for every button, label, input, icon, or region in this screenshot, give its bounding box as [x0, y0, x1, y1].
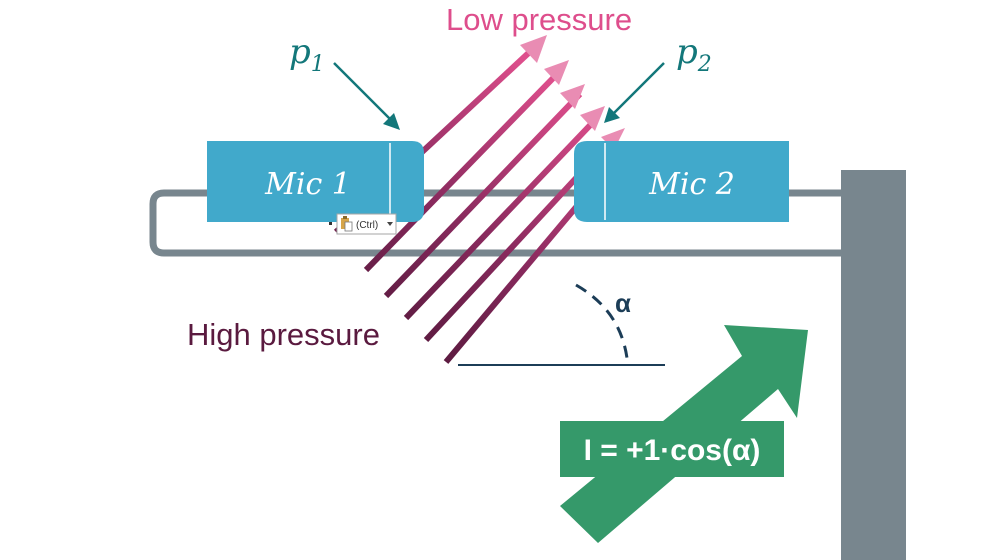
mic-2-label: Mic 2 — [648, 167, 735, 202]
p1-subscript: 1 — [311, 52, 325, 77]
wave-line-2 — [363, 67, 564, 273]
mic-2-body — [574, 141, 789, 222]
arrowhead-4 — [580, 106, 605, 131]
wave-arrowheads — [520, 35, 625, 150]
formula-label: I = +1·cos(α) — [584, 434, 761, 467]
paste-options-label: (Ctrl) — [356, 220, 378, 231]
paste-options-popup[interactable]: (Ctrl) — [336, 213, 397, 235]
angle-arc — [575, 283, 629, 359]
mic-1: Mic 1 — [207, 141, 424, 222]
alpha-label: α — [615, 288, 631, 318]
paste-anchor-dot — [329, 222, 332, 225]
p2-subscript: 2 — [697, 52, 712, 77]
arrowhead-3 — [560, 84, 585, 109]
stand-pole — [841, 170, 906, 560]
arrowhead-5 — [601, 128, 625, 150]
high-pressure-label: High pressure — [187, 317, 380, 352]
mount-rail — [149, 189, 845, 257]
p1-pointer-line — [333, 62, 392, 121]
chevron-down-icon — [387, 222, 393, 226]
mic-1-body — [207, 141, 424, 222]
p2-pointer-line — [613, 62, 665, 114]
arrowhead-2 — [544, 60, 569, 85]
p2-pointer-head — [604, 107, 620, 123]
arrowhead-1 — [520, 35, 547, 63]
wave-line-3 — [383, 91, 583, 299]
clipboard-icon — [341, 216, 353, 232]
p2-label: p2 — [676, 32, 712, 77]
low-pressure-label: Low pressure — [446, 2, 632, 37]
formula-box — [560, 421, 784, 477]
mic-2: Mic 2 — [574, 141, 789, 222]
mic-1-label: Mic 1 — [264, 167, 351, 202]
p1-pointer-head — [383, 113, 400, 130]
p1-label: p1 — [289, 32, 325, 77]
wave-line-4 — [403, 115, 600, 321]
